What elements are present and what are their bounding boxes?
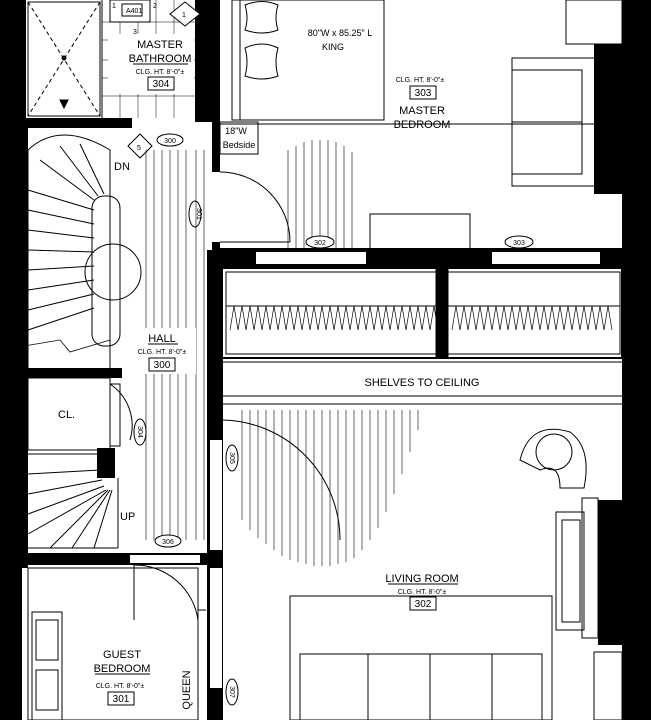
bedside-size: 18"W xyxy=(225,126,247,136)
closet-name: CL. xyxy=(58,409,75,421)
living-door-swing xyxy=(221,419,341,541)
bedroom-chair xyxy=(511,57,597,187)
door-tag-306-text: 306 xyxy=(162,539,174,546)
bedroom-door-swing xyxy=(219,171,291,243)
door-tag-302-text: 302 xyxy=(314,240,326,247)
guest-room xyxy=(27,564,206,720)
closets xyxy=(221,267,623,405)
queen-label: QUEEN xyxy=(181,670,193,709)
door-tag-307: 307 xyxy=(225,678,239,706)
door-tag-304: 304 xyxy=(133,418,147,446)
bath-ceiling: CLG. HT. 8'-0"± xyxy=(136,69,185,76)
door-tag-303: 303 xyxy=(504,235,534,249)
fireplace xyxy=(555,497,599,639)
door-tag-301-text: 301 xyxy=(195,208,202,220)
living-number: 302 xyxy=(415,599,432,610)
hall-label: HALL CLG. HT. 8'-0"± 300 xyxy=(126,328,196,374)
elevation-tag: A401 1 2 3 xyxy=(109,0,157,36)
bedroom-label: CLG. HT. 8'-0"± 303 MASTER BEDROOM xyxy=(394,77,451,131)
door-tag-301: 301 xyxy=(188,200,202,228)
bedroom-dresser xyxy=(220,0,623,251)
guest-name-2: BEDROOM xyxy=(94,663,151,675)
hall-number: 300 xyxy=(154,360,171,371)
spiral-stair xyxy=(0,134,142,371)
bedroom-ceiling: CLG. HT. 8'-0"± xyxy=(396,77,445,84)
hall-marker: 5 xyxy=(127,133,153,159)
bath-name-1: MASTER xyxy=(137,39,183,51)
guest-label: GUEST BEDROOM CLG. HT. 8'-0"± 301 xyxy=(94,649,151,706)
shelves-label: SHELVES TO CEILING xyxy=(365,377,480,389)
bedroom-name-2: BEDROOM xyxy=(394,119,451,131)
living-name: LIVING ROOM xyxy=(385,573,458,585)
elev-num-left: 1 xyxy=(112,3,116,10)
hall-marker-num: 5 xyxy=(137,145,141,152)
guest-name-1: GUEST xyxy=(103,649,141,661)
living-hatch xyxy=(241,410,419,566)
bedroom-name-1: MASTER xyxy=(399,105,445,117)
door-tag-305-text: 305 xyxy=(228,452,235,464)
sofa xyxy=(289,595,623,720)
stair-up-label: UP xyxy=(120,511,135,523)
elevation-tag-label: A401 xyxy=(126,8,142,15)
door-tag-306: 306 xyxy=(154,534,182,548)
bedroom-hatch xyxy=(287,140,353,250)
door-tag-305: 305 xyxy=(225,444,239,472)
bed xyxy=(231,0,385,121)
guest-ceiling: CLG. HT. 8'-0"± xyxy=(96,683,145,690)
living-ceiling: CLG. HT. 8'-0"± xyxy=(398,589,447,596)
door-openings xyxy=(130,172,600,688)
lounge-chair xyxy=(519,428,587,489)
door-tag-302: 302 xyxy=(305,235,335,249)
bath-label: MASTER BATHROOM CLG. HT. 8'-0"± 304 xyxy=(108,34,194,94)
closet xyxy=(27,377,133,549)
elev-num-bottom: 3 xyxy=(133,29,137,36)
bed-annotation: 80"W x 85.25" L KING xyxy=(308,28,372,52)
hall-ceiling: CLG. HT. 8'-0"± xyxy=(138,349,187,356)
stair-down-label: DN xyxy=(114,161,130,173)
door-tag-304-text: 304 xyxy=(136,426,143,438)
bath-name-2: BATHROOM xyxy=(129,53,192,65)
bedside-label: 18"W Bedside xyxy=(219,121,259,155)
hall-name: HALL xyxy=(148,333,176,345)
section-marker: 1 xyxy=(169,1,201,27)
living-label: LIVING ROOM CLG. HT. 8'-0"± 302 xyxy=(385,573,459,611)
door-tag-300: 300 xyxy=(156,133,184,147)
door-tag-307-text: 307 xyxy=(228,686,235,698)
elev-num-right: 2 xyxy=(153,3,157,10)
bath-number: 304 xyxy=(153,79,170,90)
section-marker-num: 1 xyxy=(182,12,186,19)
door-tag-300-text: 300 xyxy=(164,138,176,145)
guest-number: 301 xyxy=(113,694,130,705)
door-tag-303-text: 303 xyxy=(513,240,525,247)
bedroom-number: 303 xyxy=(415,88,432,99)
bed-type: KING xyxy=(322,42,344,52)
bed-size: 80"W x 85.25" L xyxy=(308,28,372,38)
bedside-text: Bedside xyxy=(223,140,256,150)
